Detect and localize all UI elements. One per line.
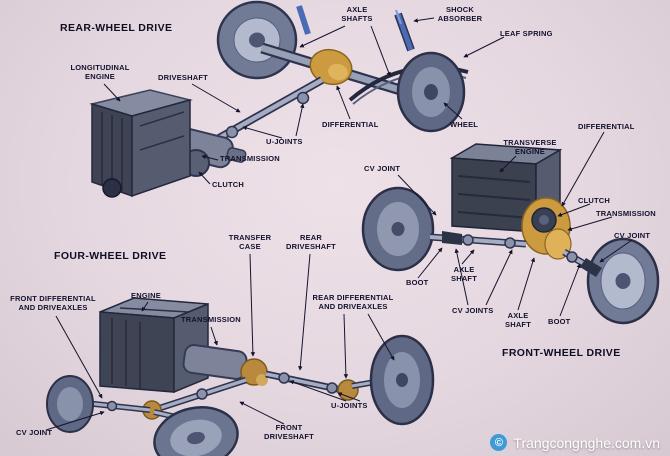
label-transmission: TRANSMISSION xyxy=(220,154,280,163)
label-transmission: TRANSMISSION xyxy=(596,209,656,218)
front-wheel-drive-illustration xyxy=(361,143,660,325)
label-front-differential-and-driveaxles: FRONT DIFFERENTIAL AND DRIVEAXLES xyxy=(10,294,96,313)
front-wheel-drive-title: FRONT-WHEEL DRIVE xyxy=(502,347,621,359)
label-rear-driveshaft: REAR DRIVESHAFT xyxy=(286,233,336,252)
label-boot: BOOT xyxy=(406,278,429,287)
label-rear-differential-and-driveaxles: REAR DIFFERENTIAL AND DRIVEAXLES xyxy=(312,293,394,312)
u-joint xyxy=(296,91,310,105)
label-axle-shafts: AXLE SHAFTS xyxy=(341,5,373,24)
tire-sidewall xyxy=(57,387,83,421)
label-cv-joint: CV JOINT xyxy=(16,428,53,437)
label-transfer-case: TRANSFER CASE xyxy=(228,233,272,252)
front-wheel xyxy=(153,406,239,456)
label-transmission: TRANSMISSION xyxy=(181,315,241,324)
hub xyxy=(187,431,205,445)
differential-cover xyxy=(328,63,348,81)
clutch-hub xyxy=(539,215,549,225)
label-differential: DIFFERENTIAL xyxy=(578,122,635,131)
four-wheel-drive-illustration xyxy=(46,297,435,456)
label-engine: ENGINE xyxy=(131,291,161,300)
label-clutch: CLUTCH xyxy=(578,196,611,205)
hub xyxy=(615,273,631,289)
engine-block xyxy=(89,89,193,198)
watermark: © Trangcongnghe.com.vn xyxy=(490,434,660,451)
label-cv-joint: CV JOINT xyxy=(364,164,401,173)
rear-wheel-drive-title: REAR-WHEEL DRIVE xyxy=(60,22,173,34)
hub xyxy=(391,222,405,236)
label-u-joints: U-JOINTS xyxy=(331,401,368,410)
label-cv-joint: CV JOINT xyxy=(614,231,651,240)
u-joint xyxy=(225,125,239,139)
cv-joint xyxy=(504,237,516,249)
label-longitudinal-engine: LONGITUDINAL ENGINE xyxy=(70,63,130,82)
cv-boot xyxy=(580,258,602,277)
hub xyxy=(249,32,265,48)
u-joint xyxy=(278,372,290,384)
label-axle-shaft: AXLE SHAFT xyxy=(505,311,531,330)
cv-boot xyxy=(442,231,462,245)
label-boot: BOOT xyxy=(548,317,571,326)
watermark-text: Trangcongnghe.com.vn xyxy=(513,434,660,451)
cv-joint xyxy=(106,400,118,412)
cv-joint xyxy=(566,251,578,263)
u-joint xyxy=(196,388,208,400)
label-cv-joints: CV JOINTS xyxy=(452,306,494,315)
copyright-icon: © xyxy=(490,434,508,451)
label-transverse-engine: TRANSVERSE ENGINE xyxy=(503,138,557,157)
label-shock-absorber: SHOCK ABSORBER xyxy=(437,5,483,24)
label-axle-shaft: AXLE SHAFT xyxy=(451,265,477,284)
four-wheel-drive-title: FOUR-WHEEL DRIVE xyxy=(54,250,167,262)
label-u-joints: U-JOINTS xyxy=(266,137,303,146)
label-front-driveshaft: FRONT DRIVESHAFT xyxy=(264,423,314,442)
label-leaf-spring: LEAF SPRING xyxy=(500,29,553,38)
shock-piston xyxy=(395,9,402,25)
leader-lines xyxy=(45,17,633,431)
u-joint xyxy=(326,382,338,394)
crank-pulley xyxy=(102,178,122,198)
hub xyxy=(396,373,408,387)
label-driveshaft: DRIVESHAFT xyxy=(158,73,208,82)
shock-absorber xyxy=(296,5,311,35)
cv-joint xyxy=(462,234,474,246)
hub xyxy=(424,84,438,100)
label-differential: DIFFERENTIAL xyxy=(322,120,379,129)
transfer-case-cover xyxy=(256,374,268,386)
label-clutch: CLUTCH xyxy=(212,180,245,189)
rear-wheel-drive-illustration xyxy=(89,0,469,198)
label-wheel: WHEEL xyxy=(450,120,479,129)
